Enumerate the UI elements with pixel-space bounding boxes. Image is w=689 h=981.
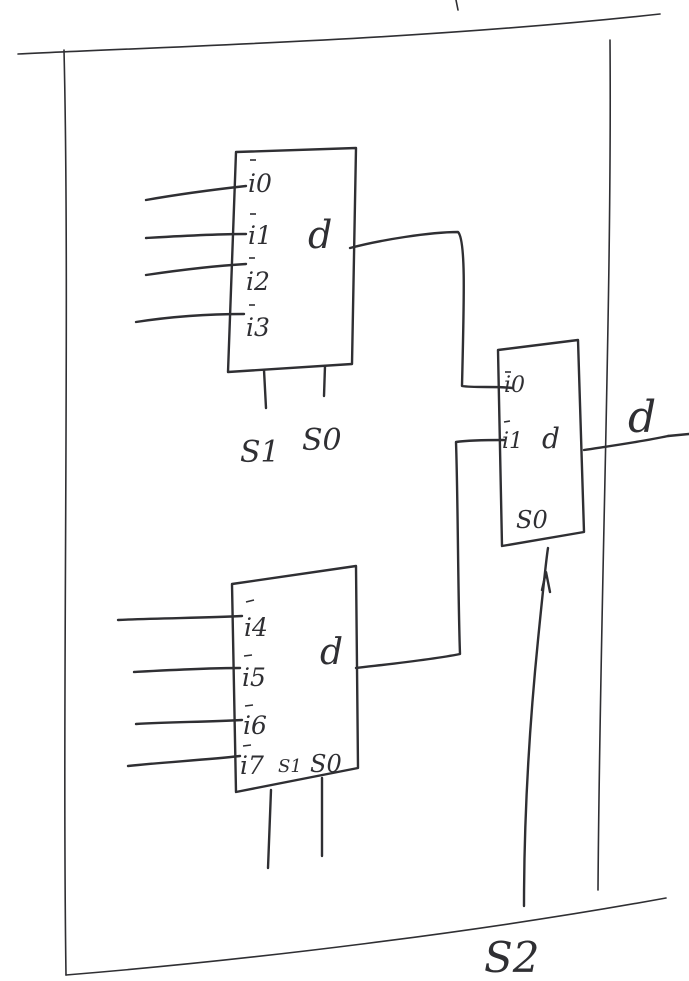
mux-bottom-input-label: i5 — [242, 663, 266, 692]
mux-bottom-select-wire — [266, 788, 273, 870]
mux-top-input-wire — [134, 312, 246, 324]
mux-bottom-input-wire — [134, 718, 244, 726]
mux-top-select-wire — [322, 364, 327, 398]
mux-bottom-input-label: i7 — [240, 751, 264, 780]
mux-top-input-wire — [144, 184, 248, 202]
mux-top-input-label: i1 — [248, 221, 272, 250]
mux-final-select-wire — [522, 546, 550, 908]
final-output-stub — [666, 432, 689, 438]
mux-bottom-select-label: S0 — [310, 750, 342, 778]
mux-bottom-output-label: d — [320, 632, 343, 673]
wire-bottom-to-final — [354, 438, 506, 670]
mux-bottom-input-label: i6 — [243, 711, 267, 740]
mux-bottom: i4 i5 i6 i7 d S1 S0 — [116, 564, 360, 870]
mux-bottom-box — [230, 564, 360, 794]
mux-final-input-label: i1 — [502, 429, 523, 454]
final-select-label: S2 — [484, 933, 540, 981]
mux-bottom-input-label: i4 — [244, 613, 268, 642]
mux-bottom-select-label: S1 — [278, 756, 302, 777]
mux-top-input-label: i3 — [246, 313, 270, 342]
mux-top-select-wire — [262, 368, 268, 410]
final-output-wire — [582, 434, 670, 452]
mux-bottom-input-wire — [116, 614, 244, 622]
mux-top-input-wire — [144, 232, 248, 240]
mux-final-select-label: S0 — [516, 506, 548, 534]
mux-bottom-input-wire — [126, 754, 242, 768]
mux-top: i0 i1 i2 i3 d S1 S0 — [134, 146, 358, 470]
mux-final-input-label: i0 — [504, 373, 525, 398]
final-output-label: d — [628, 392, 656, 443]
mux-top-input-wire — [144, 262, 248, 277]
mux-bottom-input-wire — [132, 666, 242, 674]
mux-top-output-label: d — [308, 213, 332, 257]
paper-frame — [17, 0, 667, 976]
mux-final-box — [496, 338, 586, 548]
mux-top-select-label: S1 — [240, 435, 280, 470]
mux-top-input-label: i2 — [246, 267, 270, 296]
mux-top-select-label: S0 — [302, 423, 342, 458]
mux-final: i0 i1 d S0 — [496, 338, 586, 908]
mux-final-select-arrow — [540, 570, 552, 594]
mux-top-box — [226, 146, 358, 374]
mux-final-output-label: d — [542, 422, 560, 455]
wire-top-to-final — [348, 230, 514, 390]
mux-top-input-label: i0 — [248, 169, 272, 198]
